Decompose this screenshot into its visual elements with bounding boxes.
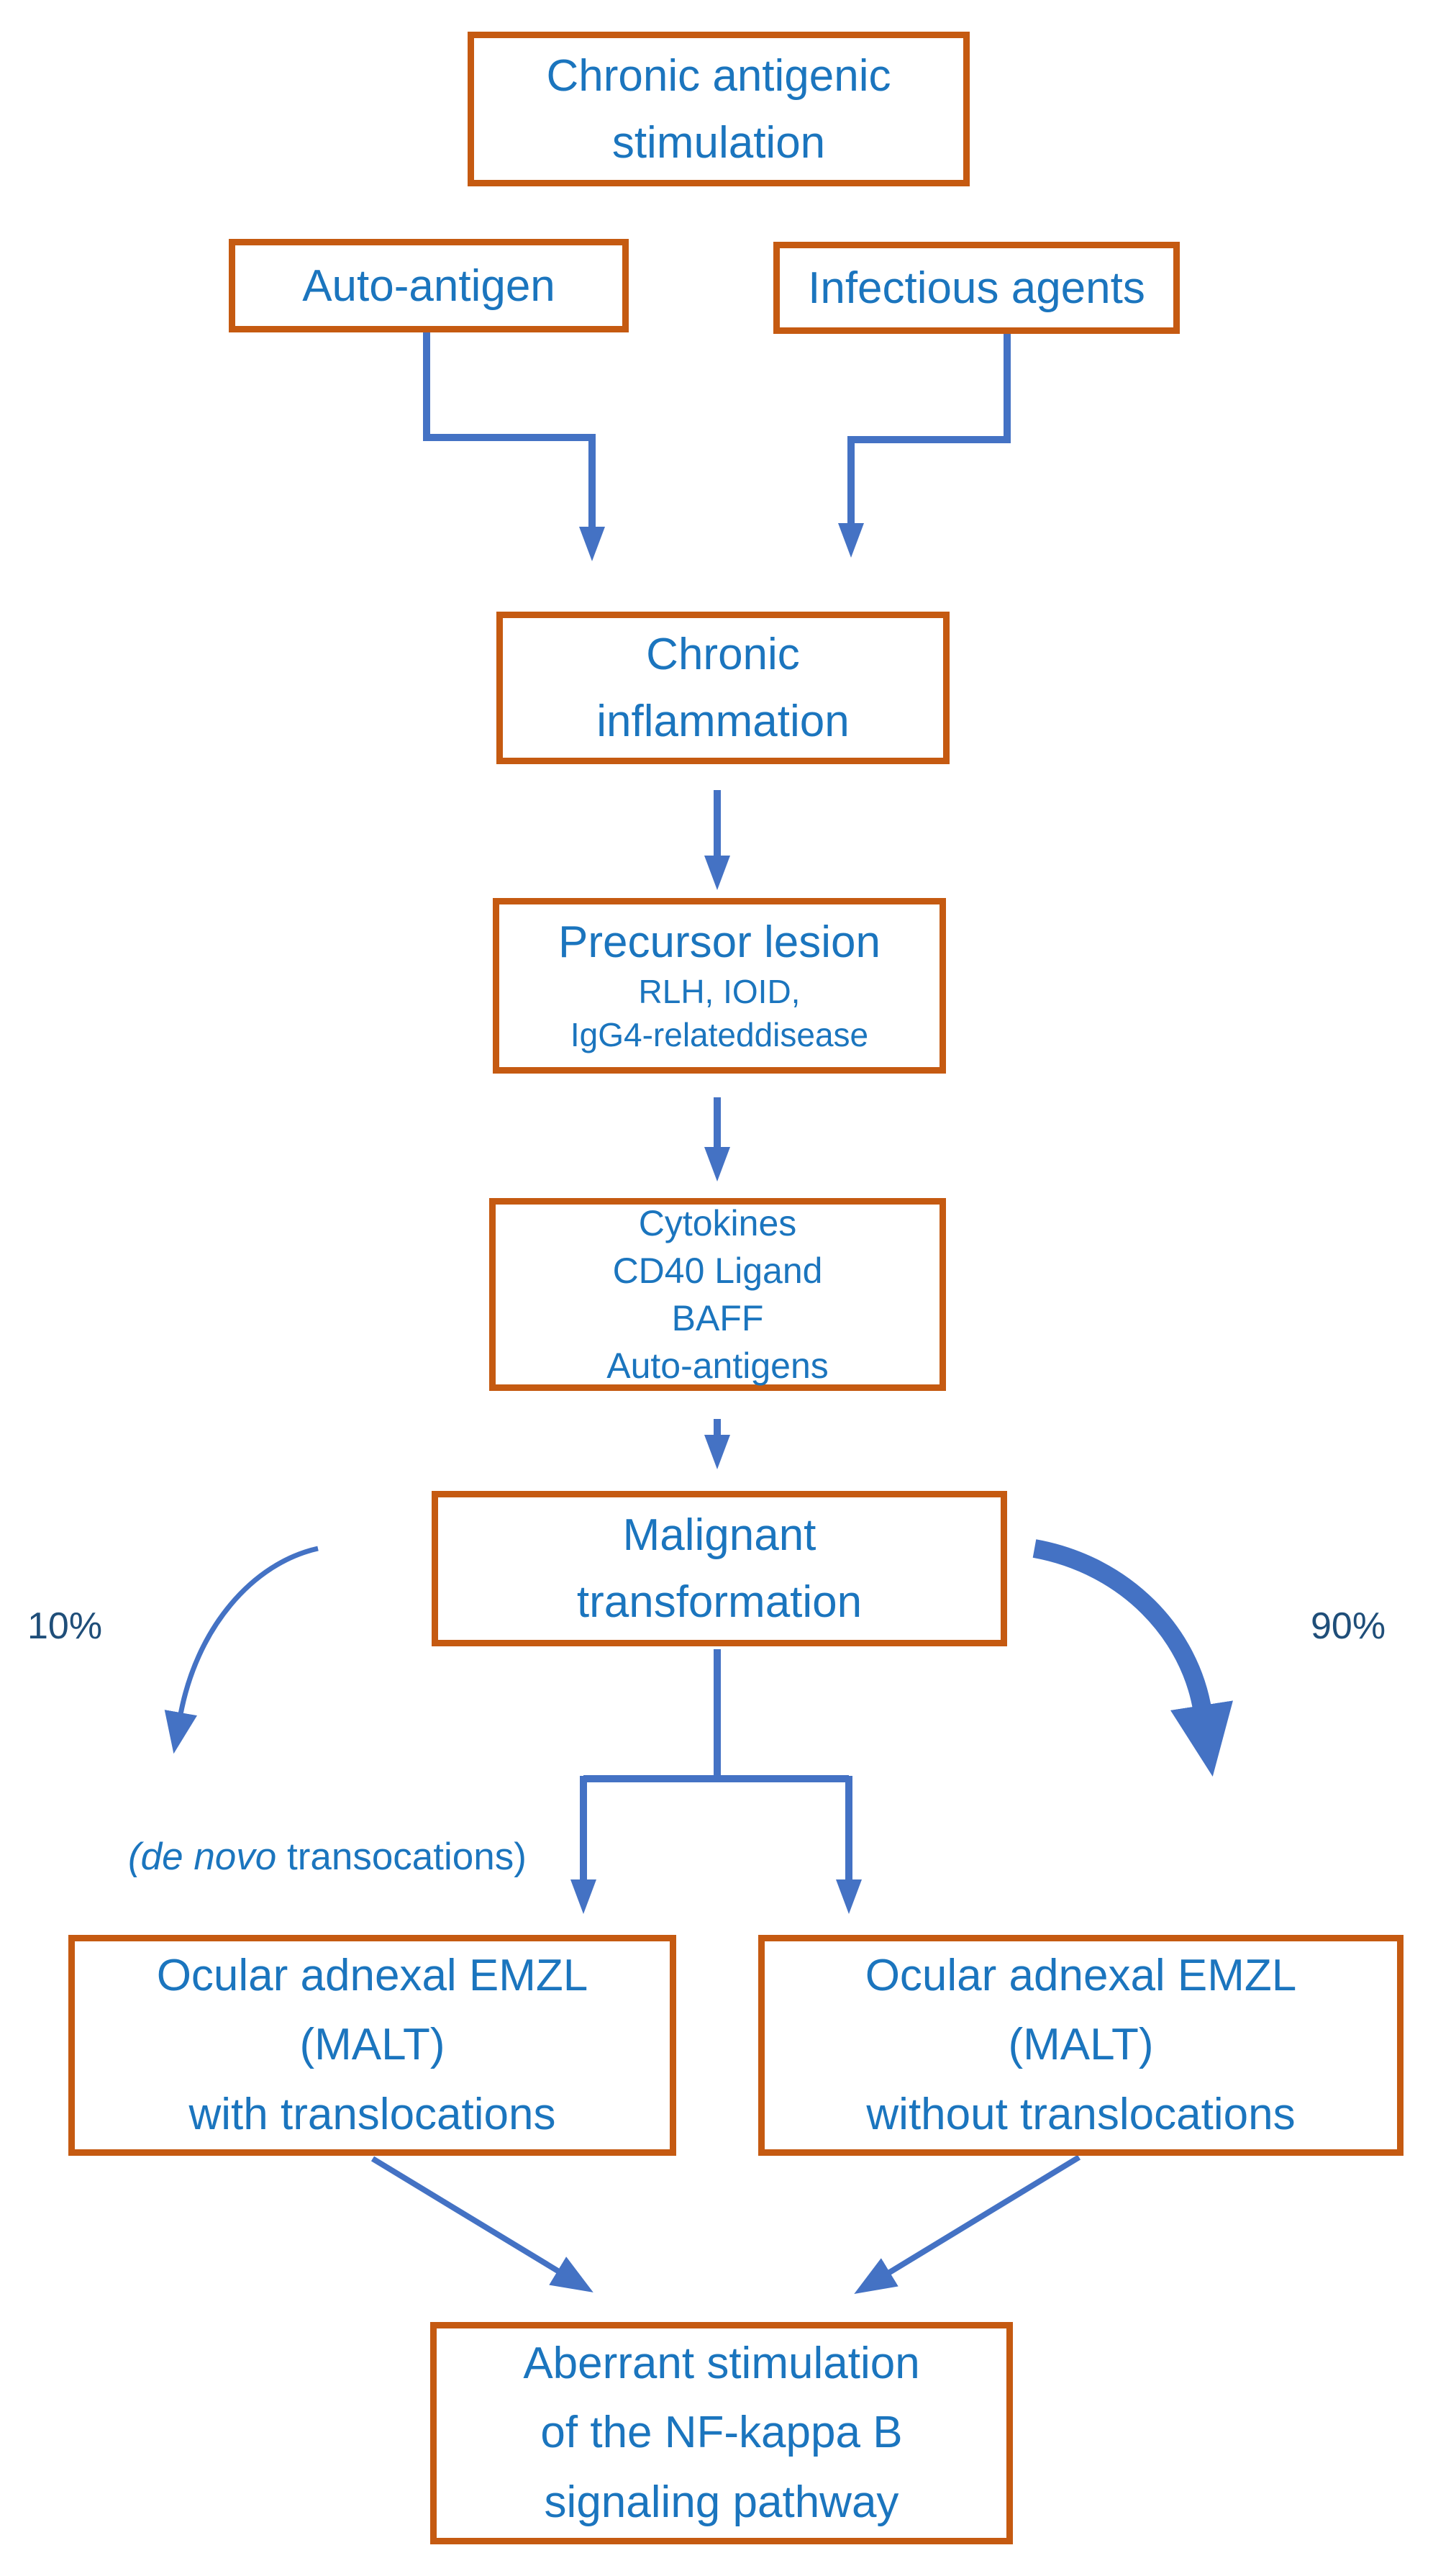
node-line: Auto-antigen — [302, 260, 555, 311]
node-line: Aberrant stimulation — [523, 2339, 920, 2389]
node-malignant-transformation: Malignant transformation — [432, 1491, 1007, 1646]
node-chronic-inflammation: Chronic inflammation — [496, 612, 950, 764]
node-line: Chronic — [646, 630, 800, 679]
node-auto-antigen: Auto-antigen — [229, 239, 629, 332]
label-de-novo-translocations: (de novo transocations) — [128, 1836, 527, 1878]
node-line: Cytokines — [638, 1203, 797, 1243]
node-line: Ocular adnexal EMZL — [156, 1951, 588, 2001]
node-line: stimulation — [611, 117, 826, 168]
node-mediators: Cytokines CD40 Ligand BAFF Auto-antigens — [489, 1198, 946, 1391]
node-line: transformation — [576, 1577, 863, 1627]
node-line: Ocular adnexal EMZL — [865, 1951, 1297, 2001]
node-line: Chronic antigenic — [546, 50, 891, 101]
node-title: Precursor lesion — [558, 917, 881, 968]
split-stem-and-bar — [583, 1649, 849, 1782]
node-precursor-lesion: Precursor lesion RLH, IOID, IgG4-related… — [493, 898, 946, 1074]
node-line: of the NF-kappa B — [540, 2408, 903, 2458]
node-line: BAFF — [671, 1298, 764, 1338]
node-line: signaling pathway — [544, 2477, 899, 2527]
arrow-auto-antigen-to-chronic-inflammation — [423, 332, 605, 561]
node-line: Auto-antigens — [606, 1346, 829, 1386]
node-line: (MALT) — [1008, 2020, 1154, 2070]
label-de-novo-italic-part: (de novo — [128, 1836, 277, 1878]
arrow-curve-90-percent — [1032, 1539, 1233, 1777]
label-90-percent: 90% — [1311, 1605, 1386, 1647]
node-line: with translocations — [188, 2089, 556, 2139]
node-subline: IgG4-relateddisease — [570, 1015, 869, 1053]
node-line: without translocations — [866, 2089, 1296, 2139]
node-subline: RLH, IOID, — [638, 972, 801, 1010]
node-infectious-agents: Infectious agents — [773, 242, 1180, 334]
node-chronic-antigenic-stimulation: Chronic antigenic stimulation — [468, 32, 970, 186]
node-line: (MALT) — [299, 2020, 445, 2070]
label-10-percent: 10% — [27, 1605, 103, 1647]
label-de-novo-regular-part: transocations) — [276, 1836, 527, 1878]
node-emzl-without-translocations: Ocular adnexal EMZL (MALT) without trans… — [758, 1935, 1404, 2156]
arrow-infectious-agents-to-chronic-inflammation — [838, 332, 1011, 558]
node-line: Infectious agents — [808, 263, 1145, 313]
node-line: Malignant — [622, 1510, 816, 1560]
arrow-curve-10-percent — [164, 1546, 319, 1754]
node-line: inflammation — [596, 697, 850, 746]
arrow-without-translocations-to-nfkb — [854, 2154, 1081, 2294]
node-line: CD40 Ligand — [612, 1251, 823, 1291]
node-emzl-with-translocations: Ocular adnexal EMZL (MALT) with transloc… — [68, 1935, 676, 2156]
node-nfkb-pathway: Aberrant stimulation of the NF-kappa B s… — [430, 2322, 1013, 2544]
arrow-with-translocations-to-nfkb — [370, 2156, 593, 2292]
